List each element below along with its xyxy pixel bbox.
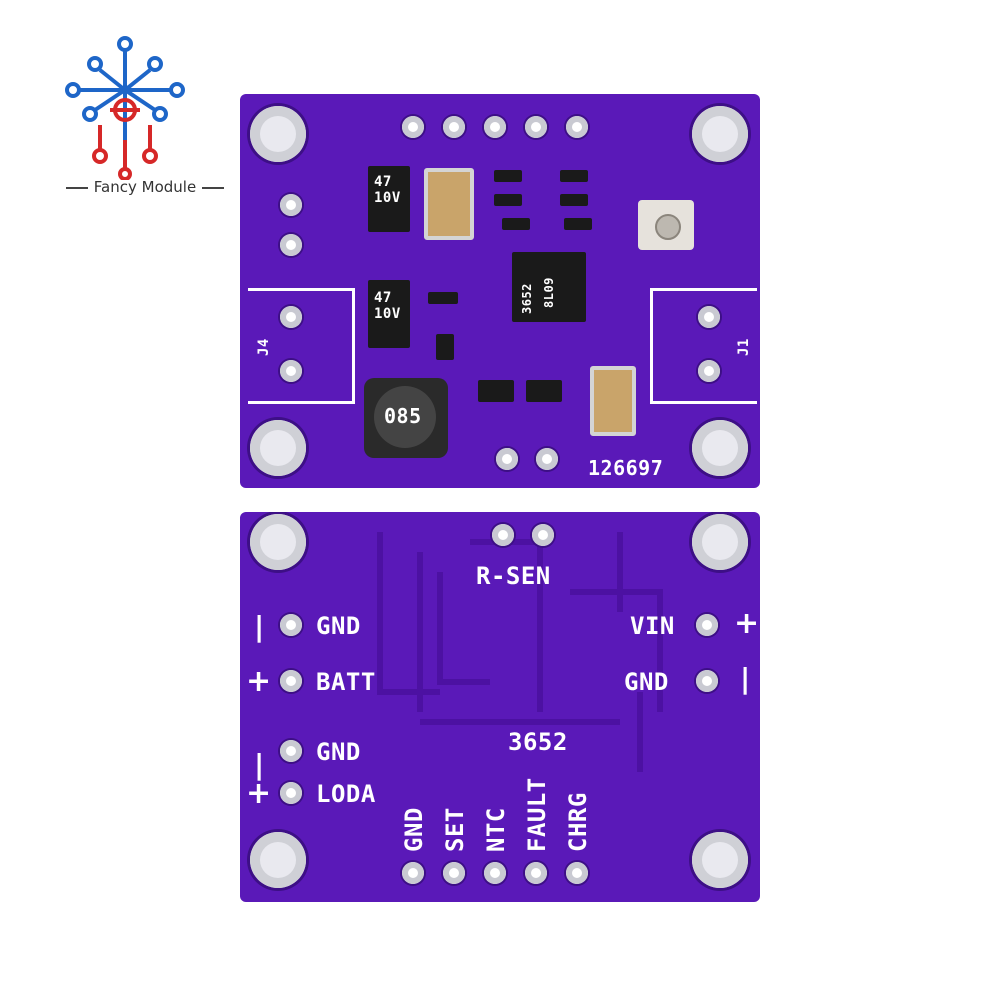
gnd-pad [402, 862, 424, 884]
vin-pad [696, 614, 718, 636]
pin-pad [484, 116, 506, 138]
pin-pad [280, 194, 302, 216]
connector-pad [280, 360, 302, 382]
pin-pad [402, 116, 424, 138]
brand-name: Fancy Module [40, 178, 250, 196]
brand-logo: Fancy Module [40, 30, 210, 196]
potentiometer [638, 200, 694, 250]
tantalum-capacitor: 47 10V [368, 280, 410, 348]
minus-sign: | [254, 748, 265, 781]
pin-pad [492, 524, 514, 546]
pin-label-vin: VIN [630, 612, 675, 640]
pin-label-loda: LODA [316, 780, 376, 808]
smd-resistor [428, 292, 458, 304]
connector-label-j1: J1 [736, 338, 752, 356]
pin-pad [532, 524, 554, 546]
chip-code: 8L09 [542, 277, 556, 308]
inductor: 085 [364, 378, 448, 458]
pcb-top-side: J4 J1 47 10V 47 10V 085 3652 8L09 126697 [240, 94, 760, 488]
smd-diode [436, 334, 454, 360]
pin-label-ntc: NTC [482, 807, 510, 852]
smd-resistor [564, 218, 592, 230]
mounting-hole [250, 420, 306, 476]
plus-sign: + [246, 664, 272, 699]
pin-pad [443, 116, 465, 138]
fault-pad [525, 862, 547, 884]
pin-label-gnd-bottom: GND [400, 807, 428, 852]
connector-pad [698, 360, 720, 382]
pin-label-gnd: GND [316, 612, 361, 640]
loda-pad [280, 782, 302, 804]
ceramic-capacitor [590, 366, 636, 436]
capacitor-label: 47 10V [374, 174, 401, 206]
mounting-hole [250, 514, 306, 570]
pin-pad [536, 448, 558, 470]
ceramic-capacitor [424, 168, 474, 240]
pin-label-chrg: CHRG [564, 792, 592, 852]
smd-resistor [494, 194, 522, 206]
chip-label: 3652 [508, 728, 568, 756]
gnd-pad [280, 740, 302, 762]
transistor [478, 380, 514, 402]
tantalum-capacitor: 47 10V [368, 166, 410, 232]
ntc-pad [484, 862, 506, 884]
minus-sign: | [740, 662, 751, 695]
pin-label-fault: FAULT [523, 777, 551, 852]
chip-label: 3652 [520, 283, 534, 314]
pin-pad [280, 234, 302, 256]
set-pad [443, 862, 465, 884]
ic-chip: 3652 8L09 [512, 252, 586, 322]
pin-label-set: SET [441, 807, 469, 852]
plus-sign: + [246, 776, 272, 811]
mounting-hole [692, 832, 748, 888]
minus-sign: | [254, 610, 265, 643]
inductor-label: 085 [384, 404, 422, 428]
transistor [526, 380, 562, 402]
gnd-pad [696, 670, 718, 692]
mounting-hole [250, 832, 306, 888]
pin-pad [525, 116, 547, 138]
pcb-bottom-side: R-SEN GND BATT GND LODA | + | + VIN GND … [240, 512, 760, 902]
smd-resistor [560, 170, 588, 182]
gnd-pad [280, 614, 302, 636]
smd-resistor [502, 218, 530, 230]
serial-number: 126697 [588, 456, 664, 480]
chrg-pad [566, 862, 588, 884]
connector-pad [280, 306, 302, 328]
batt-pad [280, 670, 302, 692]
mounting-hole [692, 420, 748, 476]
r-sen-label: R-SEN [476, 562, 551, 590]
connector-label-j4: J4 [256, 338, 272, 356]
plus-sign: + [734, 606, 760, 641]
pin-label-batt: BATT [316, 668, 376, 696]
pin-label-gnd-2: GND [316, 738, 361, 766]
pin-pad [496, 448, 518, 470]
connector-pad [698, 306, 720, 328]
pin-pad [566, 116, 588, 138]
pin-label-gnd-right: GND [624, 668, 669, 696]
connector-outline-j1 [650, 288, 757, 404]
connector-outline-j4 [248, 288, 355, 404]
capacitor-label: 47 10V [374, 290, 401, 322]
mounting-hole [250, 106, 306, 162]
mounting-hole [692, 514, 748, 570]
smd-resistor [560, 194, 588, 206]
smd-resistor [494, 170, 522, 182]
circuit-logo-icon [65, 36, 185, 181]
mounting-hole [692, 106, 748, 162]
